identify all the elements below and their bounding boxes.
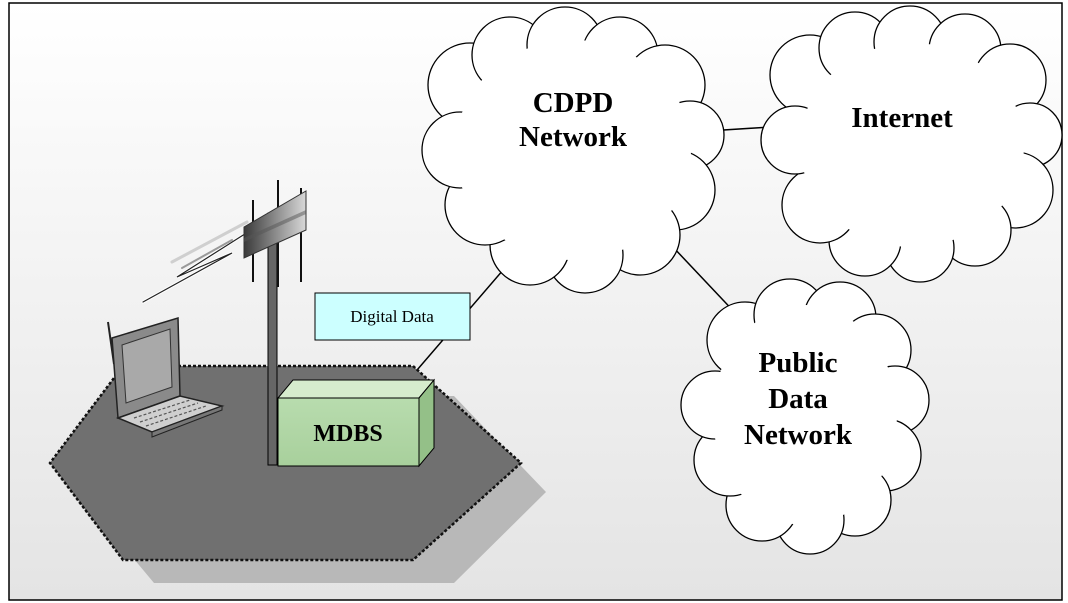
pdn-line3: Network: [744, 419, 853, 451]
mdbs-label: MDBS: [313, 421, 382, 447]
cdpd-line2: Network: [519, 121, 628, 153]
laptop-icon: [107, 316, 225, 438]
antenna-icon: [243, 180, 307, 466]
pdn-line1: Public: [759, 347, 838, 379]
cdpd-line1: CDPD: [533, 87, 614, 119]
public-data-network-cloud: Public Data Network: [680, 278, 930, 555]
cdpd-network-cloud: CDPD Network: [421, 6, 725, 294]
pdn-line2: Data: [768, 383, 828, 415]
radio-signal-icon: [141, 220, 250, 304]
internet-label: Internet: [851, 102, 953, 134]
digital-data-box: Digital Data: [314, 292, 471, 341]
internet-cloud: Internet: [760, 5, 1063, 283]
digital-data-label: Digital Data: [350, 307, 434, 326]
mdbs-box: MDBS: [276, 378, 436, 468]
